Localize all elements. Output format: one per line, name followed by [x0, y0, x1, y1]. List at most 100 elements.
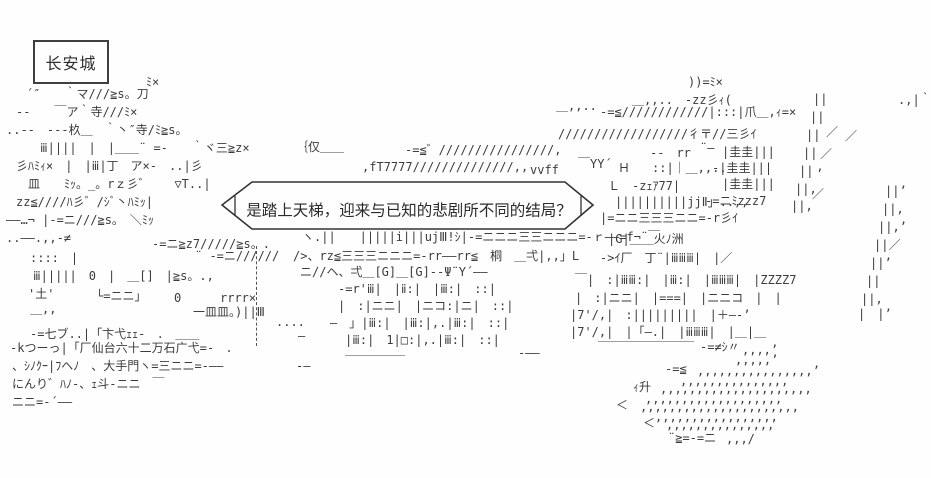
ascii-art-fragment: ||: [803, 146, 818, 160]
ascii-art-fragment: ’: [816, 167, 824, 181]
ascii-art-fragment: -=≠ｼ〃: [700, 340, 740, 354]
ascii-art-fragment: —: [298, 329, 306, 343]
ascii-art-fragment: ||,: [791, 199, 813, 213]
ascii-art-fragment: '土': [28, 287, 55, 301]
ascii-art-fragment: └=ニニ」: [96, 289, 147, 303]
ascii-art-fragment: ....: [276, 315, 305, 329]
ascii-art-fragment: -=七ブ..|「卞弋ｪｪ- ． ＿＿: [30, 327, 200, 341]
ascii-art-fragment: ,,,/: [726, 432, 755, 446]
ascii-art-fragment: ||: [810, 110, 825, 124]
ascii-art-fragment: ￣YY´: [578, 157, 612, 171]
ascii-art-fragment: zz≦////ﾊ彡゛/ｼﾞ丶ﾊﾐｯ|: [16, 195, 154, 209]
ascii-art-fragment: ||,’: [878, 220, 907, 234]
ascii-art-fragment: ニ//ヘ、弌＿[G]＿[G]--Ψ¨Y´——: [300, 265, 488, 279]
ascii-art-fragment: ||’: [870, 256, 892, 270]
ascii-art-fragment: -=≦////////////|:::|爪＿,ｨ=×: [600, 105, 797, 119]
ascii-art-fragment: -- ￣ア｀寺///ﾐ×: [16, 105, 138, 119]
ascii-art-fragment: ＿＿＿＿＿＿＿＿: [598, 329, 695, 343]
ascii-art-fragment: ||||||||||jjⅡ」..,,: [615, 195, 749, 209]
ascii-art-fragment: //////////////////彳〒//三彡ｲ: [558, 127, 757, 141]
ascii-art-fragment: ||: [806, 128, 821, 142]
ascii-art-fragment: ＜: [616, 398, 629, 412]
ascii-art-fragment: | :|ニニ| |ニコ:|ニ| ::|: [338, 299, 514, 313]
ascii-art-fragment: />、rz≦三三三ニニニ=-rr——rr≦ 桐 ＿弌|,,」L: [293, 249, 580, 263]
ascii-art-fragment: ::|｜＿,,..: [652, 161, 727, 175]
ascii-art-fragment: ,fT7777//////////////,,: [362, 160, 529, 174]
ascii-art-fragment: -=ニﾐzzz7: [705, 194, 767, 208]
location-label-box: 长安城: [33, 40, 109, 84]
ascii-art-fragment: ||: [866, 274, 881, 288]
ascii-art-fragment: ¨≧=-=ニ: [668, 431, 717, 445]
ascii-art-fragment: |圭圭|||: [722, 145, 775, 159]
ascii-art-fragment: ＿,,.. -zz彡ｨ(: [632, 93, 732, 107]
speech-bubble-outline: [220, 181, 595, 230]
speech-bubble: 是踏上天梯，迎来与已知的悲剧所不同的结局？: [220, 181, 595, 230]
ascii-art-fragment: -=ニ≧z7/////≧s。.: [152, 237, 270, 251]
ascii-art-fragment: ||: [799, 164, 814, 178]
ascii-art-fragment: Ｈ: [618, 161, 631, 175]
dialogue-text: 是踏上天梯，迎来与已知的悲剧所不同的结局？: [246, 202, 572, 220]
ascii-art-fragment: -=≦゛////////////////,: [405, 143, 562, 157]
ascii-art-fragment: ,,,,,,,,,,,,,,,,’: [697, 364, 820, 378]
ascii-art-fragment: ﾐ×: [146, 75, 160, 89]
ascii-art-fragment: ||／: [874, 238, 901, 252]
ascii-art-fragment: vvff: [530, 163, 559, 177]
ascii-art-fragment: ,,,,,’: [735, 353, 779, 367]
ascii-art-fragment: ->ｲ厂 丁¨|ⅲⅲⅲ| |／: [600, 251, 733, 265]
ascii-art-fragment: ,,,,,,,,,,,,,,,,,,,,,,: [640, 400, 799, 414]
ascii-art-fragment: -=r'ⅲ| |ⅱ:| |ⅲ:| ::|: [338, 282, 496, 296]
ascii-art-fragment: Ｌ -zｪｱ77|: [608, 179, 681, 193]
ascii-art-fragment: |圭圭|||: [722, 177, 775, 191]
ascii-art-fragment: |=ニニ三三三ニニ=-r彡ｲ: [600, 211, 739, 225]
ascii-art-fragment: ||’: [885, 184, 907, 198]
ascii-art-fragment: |7'/,| |「—.| |ⅲⅲⅲ| |＿|＿: [570, 325, 767, 339]
ascii-art-fragment: ／: [812, 187, 825, 201]
ascii-art-fragment: -- rr: [650, 146, 691, 160]
ascii-art-fragment: ..——.,,-≠: [6, 231, 72, 245]
ascii-art-fragment: ..-- ---杦＿ ｀丶″寺/ﾐ≧s。: [6, 123, 188, 137]
ascii-art-fragment: 彡ﾊﾐｨ× | |ⅲ|丁 ア×- ..|彡: [16, 159, 203, 173]
ascii-art-fragment: 0: [174, 291, 182, 305]
ascii-art-fragment: — 」|ⅲ:| |ⅲ:|,.|ⅲ:| ::|: [330, 316, 510, 330]
ascii-art-fragment: ＿＿＿＿＿: [345, 343, 406, 357]
ascii-art-fragment: ／: [826, 125, 839, 139]
ascii-art-fragment: ＿,,..: [556, 99, 597, 113]
ascii-art-fragment: ⅲ||||| 0 | ＿[] |≧s。.,: [33, 269, 214, 283]
ascii-art-fragment: ||,: [861, 292, 883, 306]
ascii-art-fragment: :::: |: [30, 251, 79, 265]
ascii-art-fragment: |G|＿＿火ﾉ洲: [608, 232, 684, 246]
ascii-art-fragment: ¨ -=ニ//////: [195, 249, 280, 263]
ascii-art-fragment: 、ｼﾉｸｰ|ﾌヘﾉ 、大手門ヽ=三ニニ=-——: [12, 359, 224, 373]
ascii-art-fragment: -—: [296, 359, 311, 373]
ascii-art-fragment: ——…¬ |-=ニ///≧s。 ＼ﾐｯ: [6, 213, 154, 227]
ascii-art-fragment: -kつーっ|「厂仙台六十二万石广弋=- ．: [10, 341, 239, 355]
ascii-art-fragment: -=≦: [665, 362, 687, 376]
art-vertical-line: [256, 246, 257, 346]
ascii-art-fragment: ヽ.|| |||||i|||ujⅢ!ｼ|-=ニニニ三三ニニニ=-ｒ——=f¬¨￣: [302, 230, 661, 244]
ascii-art-fragment: ,,,,,,,,,,,,,,,: [680, 374, 789, 388]
ascii-art-fragment: .,|｀: [898, 93, 931, 107]
ascii-art-fragment: ,,,,,,,,,,,,,,,,,,,: [645, 392, 783, 406]
ascii-art-fragment: |ⅲ:| 1|□:|,.|ⅲ:| ::|: [345, 333, 500, 347]
ascii-art-fragment: ⅲ|||| | |＿＿¨ =- ｀ヾ三≧z×: [40, 141, 250, 155]
ascii-art-fragment: ||,: [882, 202, 904, 216]
ascii-art-fragment: ／: [820, 147, 833, 161]
ascii-art-fragment: ,,,,,,,,,,,,,,,,,,,,,: [660, 382, 812, 396]
ascii-art-fragment: ｨ升: [633, 380, 652, 394]
ascii-art-fragment: 一皿皿。)||Ⅲ: [193, 305, 265, 319]
ascii-art-fragment: ｛仅＿＿: [296, 140, 345, 154]
ascii-art-fragment: ￣| :|ⅲⅲ:| |ⅲ:| |ⅲⅲⅲ| |ZZZZ7: [575, 273, 797, 287]
ascii-art-fragment: rrrr×: [220, 291, 257, 305]
ascii-art-fragment: ¨—: [700, 141, 715, 155]
ascii-art-fragment: ／: [845, 129, 858, 143]
ascii-art-fragment: ,,,,,,,,,,,,,,,: [666, 418, 775, 432]
ascii-art-fragment: ´″ ｀マ///≧s。刀: [26, 87, 149, 101]
ascii-art-fragment: ニニ=-´——: [12, 395, 73, 409]
ascii-art-fragment: ,,,,,,,,,,,,,,,,,: [655, 410, 778, 424]
ascii-art-fragment: -|圭圭|||: [712, 161, 773, 175]
ascii-art-fragment: ))=ﾐ×: [688, 75, 723, 89]
ascii-art-fragment: ＿,,: [30, 302, 57, 316]
ascii-art-fragment: -——: [518, 346, 540, 360]
ascii-art-fragment: 皿 ﾐｯ。_。rｚ彡゛ ▽T..|: [28, 177, 211, 191]
